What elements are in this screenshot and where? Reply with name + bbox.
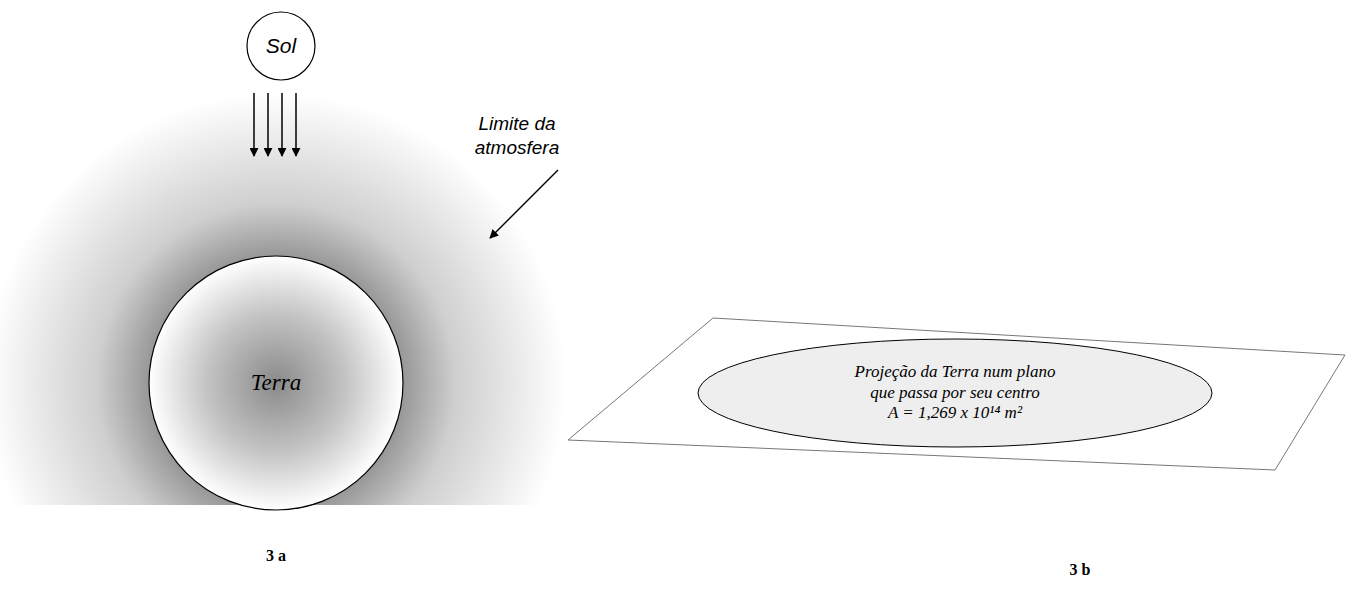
sun-circle: Sol: [246, 11, 316, 81]
projection-ellipse: Projeção da Terra num plano que passa po…: [697, 338, 1213, 448]
plane: [568, 318, 1345, 470]
leader-line: [490, 170, 558, 238]
sun-rays: [254, 93, 296, 156]
node-text: Terra: [251, 369, 301, 397]
earth-circle: Terra: [148, 255, 404, 511]
node-text: Sol: [266, 33, 296, 58]
figure-number: 3 b: [1040, 560, 1120, 580]
node-text: Projeção da Terra num plano que passa po…: [848, 362, 1063, 403]
node-text: A = 1,269 x 10¹⁴ m²: [888, 403, 1022, 423]
figure-number: 3 a: [236, 546, 316, 566]
callout-label: Limite da atmosfera: [447, 112, 587, 160]
